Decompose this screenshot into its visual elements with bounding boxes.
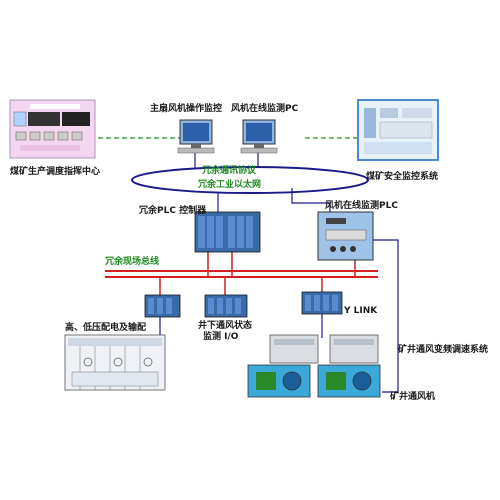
online-plc-ring-link <box>291 188 331 212</box>
plc-rack-icon <box>204 294 248 318</box>
computer-monitor-icon <box>177 119 215 154</box>
plc-rack-icon <box>144 294 181 318</box>
mine-fan-label: 矿井通风机 <box>390 392 436 402</box>
redundant-protocol-label: 冗余通讯协议 <box>202 166 257 176</box>
online-plc-cabinet <box>317 211 374 261</box>
online-plc-vfd-link <box>372 239 399 393</box>
fan-operation-label: 主扇风机操作监控 <box>150 104 223 114</box>
fieldbus-label: 冗余现场总线 <box>105 257 160 267</box>
plc-controller-label: 冗余PLC 控制器 <box>139 206 207 216</box>
downhole-io-label-2: 监测 I/O <box>203 332 239 342</box>
dispatch-center-label: 煤矿生产调度指挥中心 <box>10 167 101 177</box>
redundant-ethernet-ring <box>131 166 369 194</box>
safety-dashed-link <box>305 130 359 139</box>
switchgear-cabinet-icon <box>64 334 166 391</box>
dispatch-center-panel <box>9 99 96 159</box>
online-plc-label: 风机在线监测PLC <box>325 201 398 211</box>
redundant-ethernet-label: 冗余工业以太网 <box>198 180 262 190</box>
power-dist-label: 高、低压配电及输配 <box>65 323 147 333</box>
computer-monitor-icon <box>240 119 278 154</box>
vfd-equipment <box>269 334 379 364</box>
online-pc-label: 风机在线监测PC <box>231 104 299 114</box>
safety-monitor-screen <box>357 99 439 161</box>
downhole-io-label-1: 井下通风状态 <box>198 321 253 331</box>
safety-system-label: 煤矿安全监控系统 <box>366 172 439 182</box>
ventilation-fan-icon <box>317 364 381 398</box>
vfd-system-label: 矿井通风变频调速系统 <box>398 345 489 355</box>
plc-rack-icon <box>301 291 343 315</box>
ylink-label: Y LINK <box>344 306 378 316</box>
plc-rack-icon <box>194 211 261 253</box>
ventilation-fan-icon <box>247 364 311 398</box>
